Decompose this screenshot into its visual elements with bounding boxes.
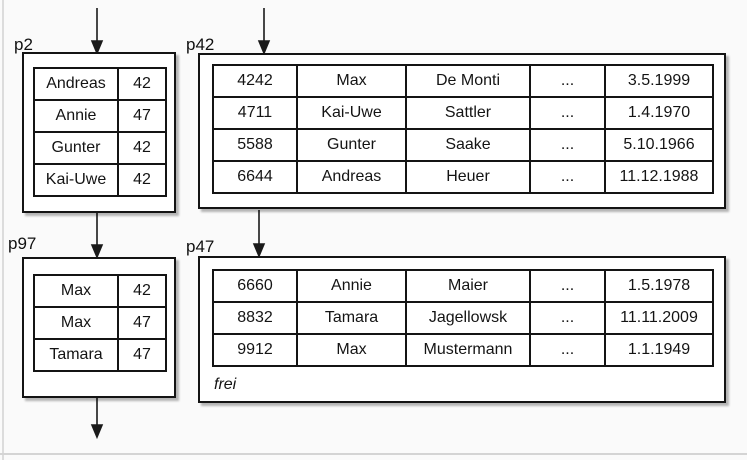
table-cell: Max xyxy=(296,64,407,98)
table-cell: Saake xyxy=(405,128,531,162)
table-cell: Annie xyxy=(296,269,407,303)
table-cell: 6644 xyxy=(212,160,298,194)
table-cell: 42 xyxy=(117,67,167,101)
table-cell: ... xyxy=(529,160,606,194)
table-cell: Max xyxy=(296,333,407,367)
table-cell: Annie xyxy=(33,99,119,133)
arrow-p42-to-p47-icon xyxy=(252,210,266,259)
table-cell: 5.10.1966 xyxy=(604,128,714,162)
table-cell: Max xyxy=(33,274,119,308)
arrow-into-p2-icon xyxy=(90,8,104,56)
table-cell: 6660 xyxy=(212,269,298,303)
arrow-p2-to-p97-icon xyxy=(90,213,104,260)
table-cell: 1.5.1978 xyxy=(604,269,714,303)
table-cell: 11.12.1988 xyxy=(604,160,714,194)
table-cell: ... xyxy=(529,96,606,130)
table-cell: Maier xyxy=(405,269,531,303)
left-edge-line xyxy=(2,0,4,460)
table-cell: 42 xyxy=(117,274,167,308)
table-cell: Tamara xyxy=(33,338,119,372)
table-cell: 42 xyxy=(117,131,167,165)
table-cell: 5588 xyxy=(212,128,298,162)
table-cell: De Monti xyxy=(405,64,531,98)
table-cell: 4711 xyxy=(212,96,298,130)
table-cell: 42 xyxy=(117,163,167,197)
free-space-label: frei xyxy=(214,376,237,393)
table-cell: Sattler xyxy=(405,96,531,130)
table-cell: Gunter xyxy=(296,128,407,162)
table-cell: 9912 xyxy=(212,333,298,367)
table-cell: Andreas xyxy=(33,67,119,101)
page-label-p97: p97 xyxy=(8,234,37,253)
table-cell: Gunter xyxy=(33,131,119,165)
table-cell: 1.1.1949 xyxy=(604,333,714,367)
arrow-into-p42-icon xyxy=(257,8,271,56)
table-cell: Andreas xyxy=(296,160,407,194)
page-label-p2: p2 xyxy=(14,35,33,54)
table-cell: Max xyxy=(33,306,119,340)
bottom-edge-line xyxy=(0,453,747,455)
table-cell: Mustermann xyxy=(405,333,531,367)
table-cell: ... xyxy=(529,64,606,98)
arrow-out-of-p97-icon xyxy=(90,398,104,440)
table-cell: Kai-Uwe xyxy=(33,163,119,197)
table-cell: ... xyxy=(529,128,606,162)
page-label-p42: p42 xyxy=(186,35,215,54)
table-cell: ... xyxy=(529,301,606,335)
table-cell: 47 xyxy=(117,99,167,133)
table-cell: 11.11.2009 xyxy=(604,301,714,335)
table-cell: 47 xyxy=(117,306,167,340)
table-cell: Heuer xyxy=(405,160,531,194)
table-cell: 47 xyxy=(117,338,167,372)
table-cell: ... xyxy=(529,333,606,367)
table-cell: 3.5.1999 xyxy=(604,64,714,98)
table-cell: 4242 xyxy=(212,64,298,98)
table-cell: 1.4.1970 xyxy=(604,96,714,130)
table-cell: Kai-Uwe xyxy=(296,96,407,130)
table-cell: ... xyxy=(529,269,606,303)
table-cell: Jagellowsk xyxy=(405,301,531,335)
table-cell: Tamara xyxy=(296,301,407,335)
table-cell: 8832 xyxy=(212,301,298,335)
page-label-p47: p47 xyxy=(186,237,215,256)
